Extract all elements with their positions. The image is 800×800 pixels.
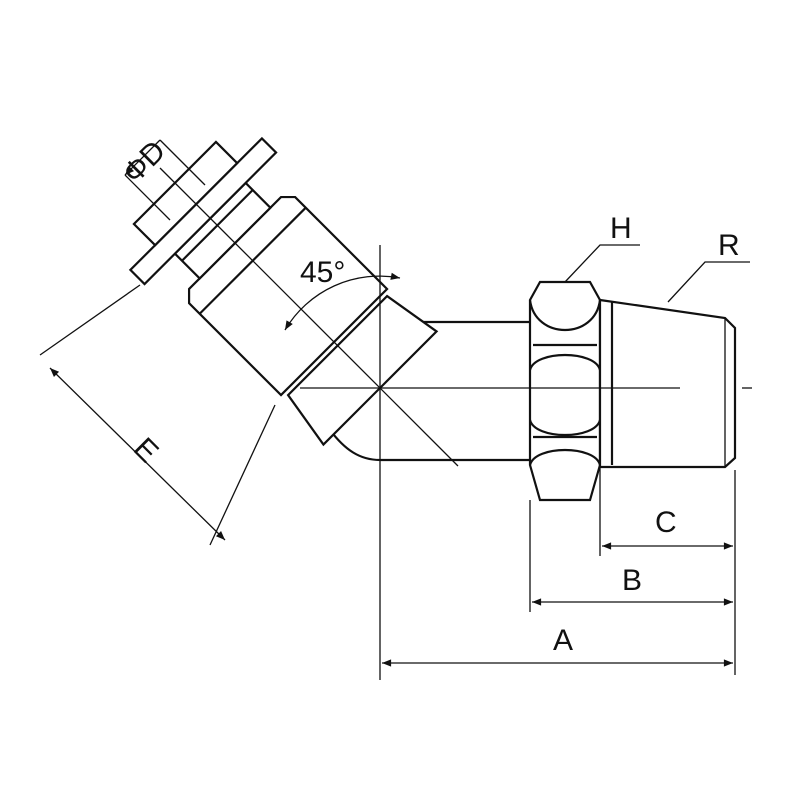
angle-label: 45° bbox=[300, 256, 345, 289]
e-label: E bbox=[127, 432, 164, 469]
hex-nut bbox=[528, 280, 602, 502]
h-label: H bbox=[610, 212, 632, 245]
angle-dimension: 45° bbox=[284, 256, 401, 331]
thread-r bbox=[598, 298, 737, 469]
c-label: C bbox=[655, 506, 677, 539]
b-label: B bbox=[622, 564, 642, 597]
dimension-lines: C B A bbox=[381, 467, 736, 675]
a-label: A bbox=[553, 624, 573, 657]
r-leader: R bbox=[667, 229, 750, 303]
r-label: R bbox=[718, 229, 740, 262]
h-leader: H bbox=[564, 212, 640, 283]
phi-d-label: ΦD bbox=[117, 134, 173, 190]
